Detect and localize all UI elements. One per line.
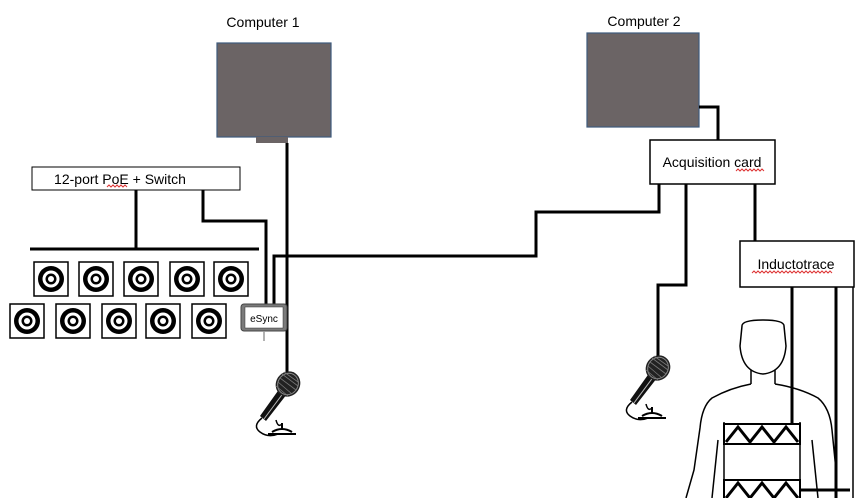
wire-switch-esync <box>201 190 268 305</box>
spellcheck-underline-poe <box>106 184 128 188</box>
computer-2: Computer 2 <box>586 13 700 128</box>
wire-computer2-acquisition <box>699 105 720 140</box>
camera-icon <box>55 303 91 339</box>
computer-1-stand <box>256 137 288 143</box>
computer-2-label: Computer 2 <box>607 13 680 29</box>
person-outline <box>685 319 837 498</box>
poe-switch-label: 12-port PoE + Switch <box>54 171 186 187</box>
poe-switch: 12-port PoE + Switch <box>31 166 241 191</box>
spellcheck-underline-inductotrace <box>751 270 833 274</box>
acquisition-card: Acquisition card <box>649 139 776 185</box>
acquisition-card-label: Acquisition card <box>663 154 762 170</box>
computer-2-screen <box>586 32 700 128</box>
camera-icon <box>78 261 114 297</box>
camera-array <box>9 261 249 339</box>
esync-label: eSync <box>250 314 278 325</box>
camera-icon <box>33 261 69 297</box>
wire-acquisition-mic2 <box>656 184 688 358</box>
computer-1-label: Computer 1 <box>226 14 299 30</box>
camera-icon <box>213 261 249 297</box>
wire-esync-acquisition <box>272 184 661 305</box>
spellcheck-underline-card <box>735 168 765 172</box>
computer-1-screen <box>216 42 332 138</box>
microphone-1-icon <box>255 365 307 437</box>
camera-icon <box>169 261 205 297</box>
rib-band <box>723 423 801 445</box>
inductotrace: Inductotrace <box>739 240 855 288</box>
camera-icon <box>145 303 181 339</box>
microphone-2-icon <box>625 349 677 421</box>
camera-icon <box>9 303 45 339</box>
inductotrace-label: Inductotrace <box>757 256 834 272</box>
abdomen-band <box>723 479 801 498</box>
esync-box: eSync <box>240 303 288 341</box>
camera-icon <box>101 303 137 339</box>
computer-1: Computer 1 <box>216 14 332 143</box>
camera-icon <box>123 261 159 297</box>
camera-icon <box>191 303 227 339</box>
